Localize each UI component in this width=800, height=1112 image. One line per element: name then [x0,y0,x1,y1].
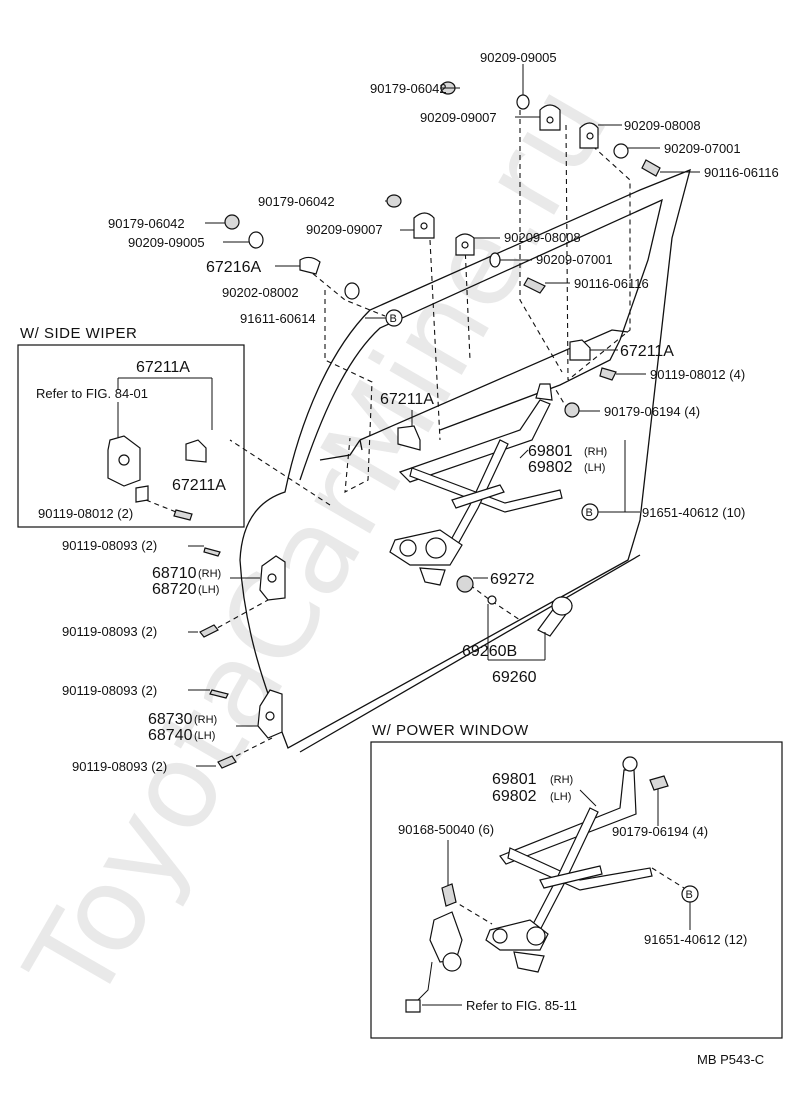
label-90119-08093-c: 90119-08093 (2) [62,683,157,698]
power-window-bolt-mark-b: B [686,889,693,901]
label-69260: 69260 [492,669,537,686]
label-68730: 68730 [148,711,193,728]
power-window-90179-06194: 90179-06194 (4) [612,824,708,839]
label-90179-06042-left: 90179-06042 [108,216,185,231]
label-68740-lh: (LH) [194,730,215,742]
label-90209-07001-mid: 90209-07001 [536,252,613,267]
label-90116-06116-top: 90116-06116 [704,165,779,180]
label-90119-08093-b: 90119-08093 (2) [62,624,157,639]
label-90209-09007-top: 90209-09007 [420,110,497,125]
label-90209-08008-top: 90209-08008 [624,118,701,133]
side-wiper-90119-08012: 90119-08012 (2) [38,506,133,521]
label-90209-07001-top: 90209-07001 [664,141,741,156]
power-window-title: W/ POWER WINDOW [372,722,529,739]
power-window-69802-lh: (LH) [550,791,571,803]
side-wiper-title: W/ SIDE WIPER [20,325,137,342]
power-window-69801: 69801 [492,771,537,788]
power-window-refer: Refer to FIG. 85-11 [466,998,577,1013]
inset-power-window: W/ POWER WINDOW 69801 (RH) 69802 (LH) 90… [370,722,783,1039]
label-69272: 69272 [490,571,535,588]
power-window-69802: 69802 [492,788,537,805]
label-90209-09005-top: 90209-09005 [480,50,557,65]
power-window-91651-40612: 91651-40612 (12) [644,932,747,947]
label-90179-06194-4: 90179-06194 (4) [604,404,700,419]
label-91651-40612-10: 91651-40612 (10) [642,505,745,520]
part-shapes: B B [199,81,661,769]
label-69802-lh: (LH) [584,462,605,474]
label-90116-06116-mid: 90116-06116 [574,276,649,291]
side-wiper-67211a-bottom: 67211A [172,477,226,494]
side-wiper-67211a-top: 67211A [136,359,190,376]
label-90209-08008-mid: 90209-08008 [504,230,581,245]
label-90179-06042-top: 90179-06042 [370,81,447,96]
inset-side-wiper: W/ SIDE WIPER 67211A Refer to FIG. 84-01… [17,325,245,528]
label-67211a-right: 67211A [620,343,674,360]
dashed-leaders [209,110,631,761]
bolt-mark-b-2: B [586,507,593,519]
label-68720: 68720 [152,581,197,598]
label-91611-60614: 91611-60614 [240,311,316,326]
label-69801-rh: (RH) [584,446,607,458]
part-labels: 90209-09005 90179-06042 90209-09007 9020… [62,50,779,774]
door-frame [239,168,691,753]
label-90202-08002: 90202-08002 [222,285,299,300]
label-68720-lh: (LH) [198,584,219,596]
label-68710: 68710 [152,565,197,582]
leader-lines [188,64,700,767]
power-window-90168-50040: 90168-50040 (6) [398,822,494,837]
label-69801: 69801 [528,443,573,460]
label-67211a-center: 67211A [380,391,434,408]
label-69802: 69802 [528,459,573,476]
power-window-69801-rh: (RH) [550,774,573,786]
page-code: MB P543-C [697,1052,764,1067]
label-90119-08093-d: 90119-08093 (2) [72,759,167,774]
label-68740: 68740 [148,727,193,744]
label-90119-08012-4: 90119-08012 (4) [650,367,745,382]
label-67216a: 67216A [206,259,261,276]
label-90179-06042-mid: 90179-06042 [258,194,335,209]
label-90209-09007-mid: 90209-09007 [306,222,383,237]
label-69260b: 69260B [462,643,517,660]
label-68710-rh: (RH) [198,568,221,580]
label-90119-08093-a: 90119-08093 (2) [62,538,157,553]
bolt-mark-b-1: B [390,313,397,325]
label-90209-09005-left: 90209-09005 [128,235,205,250]
label-68730-rh: (RH) [194,714,217,726]
side-wiper-refer: Refer to FIG. 84-01 [36,386,148,401]
